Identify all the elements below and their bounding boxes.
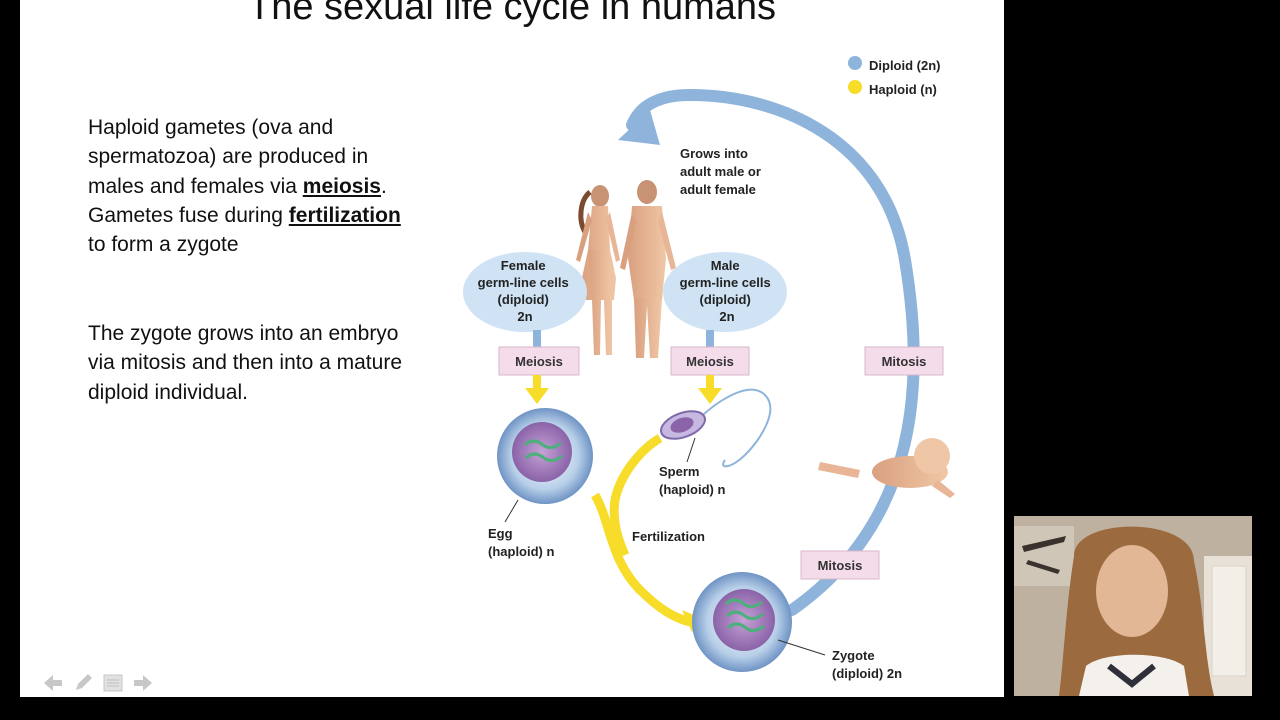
mitosis-right-label: Mitosis — [882, 354, 927, 369]
baby-illustration — [818, 438, 955, 498]
fertilization-label: Fertilization — [632, 529, 705, 544]
webcam-video-frame — [1014, 516, 1252, 696]
mitosis-bottom-label: Mitosis — [818, 558, 863, 573]
keyword-fertilization: fertilization — [288, 203, 401, 227]
slide: The sexual life cycle in humans Haploid … — [20, 0, 1004, 697]
sperm-cell — [660, 388, 772, 468]
grows-into-label: Grows into adult male or adult female — [680, 146, 765, 197]
sperm-fertilization-arrow — [609, 434, 663, 557]
slide-navigation-toolbar — [42, 670, 162, 696]
haploid-legend-dot — [848, 80, 862, 94]
egg-label: Egg (haploid) n — [488, 526, 554, 559]
sperm-pointer-line — [686, 437, 696, 463]
zygote-cell — [692, 572, 792, 672]
legend-diploid: Diploid (2n) — [869, 58, 941, 73]
menu-icon[interactable] — [102, 672, 124, 694]
mitosis-bottom-box — [800, 550, 880, 580]
legend: Diploid (2n) Haploid (n) — [848, 56, 941, 97]
pen-icon[interactable] — [72, 672, 94, 694]
male-meiosis-arrow — [698, 375, 722, 404]
female-diploid-connector — [533, 330, 541, 348]
zygote-label: Zygote (diploid) 2n — [832, 648, 902, 681]
legend-haploid: Haploid (n) — [869, 82, 937, 97]
sperm-label: Sperm (haploid) n — [659, 464, 725, 497]
meiosis-male-label: Meiosis — [686, 354, 734, 369]
female-germ-line-label: Female germ-line cells (diploid) 2n — [478, 258, 573, 324]
para1-text-1: Haploid gametes (ova and spermatozoa) ar… — [88, 116, 369, 198]
adult-female-figure — [576, 185, 620, 355]
slide-title: The sexual life cycle in humans — [247, 0, 777, 28]
adult-male-figure — [620, 180, 676, 358]
zygote-pointer-line — [777, 639, 826, 656]
male-diploid-connector — [706, 330, 714, 348]
forward-arrow-icon[interactable] — [132, 672, 154, 694]
male-germ-line-bubble — [663, 252, 787, 332]
meiosis-male-box — [670, 346, 750, 376]
egg-pointer-line — [504, 499, 519, 523]
para1-text-3: to form a zygote — [88, 233, 239, 257]
male-germ-line-label: Male germ-line cells (diploid) 2n — [680, 258, 775, 324]
mitosis-right-box — [864, 346, 944, 376]
paragraph-zygote: The zygote grows into an embryo via mito… — [88, 322, 402, 404]
life-cycle-diagram: Diploid (2n) Haploid (n) Grows into adul… — [463, 56, 955, 681]
diploid-legend-dot — [848, 56, 862, 70]
webcam-overlay — [1014, 516, 1252, 696]
female-germ-line-bubble — [463, 252, 587, 332]
keyword-meiosis: meiosis — [302, 174, 381, 198]
egg-fertilization-arrow — [591, 492, 692, 627]
para1-text-2: . Gametes fuse during — [88, 174, 387, 227]
female-meiosis-arrow — [525, 375, 549, 404]
egg-cell — [497, 408, 593, 504]
meiosis-female-label: Meiosis — [515, 354, 563, 369]
meiosis-female-box — [498, 346, 580, 376]
diploid-growth-arrow — [626, 88, 920, 616]
adult-figures-illustration — [576, 180, 676, 358]
paragraph-gametes: Haploid gametes (ova and spermatozoa) ar… — [88, 113, 418, 259]
growth-arrowhead — [618, 110, 660, 145]
back-arrow-icon[interactable] — [42, 672, 64, 694]
